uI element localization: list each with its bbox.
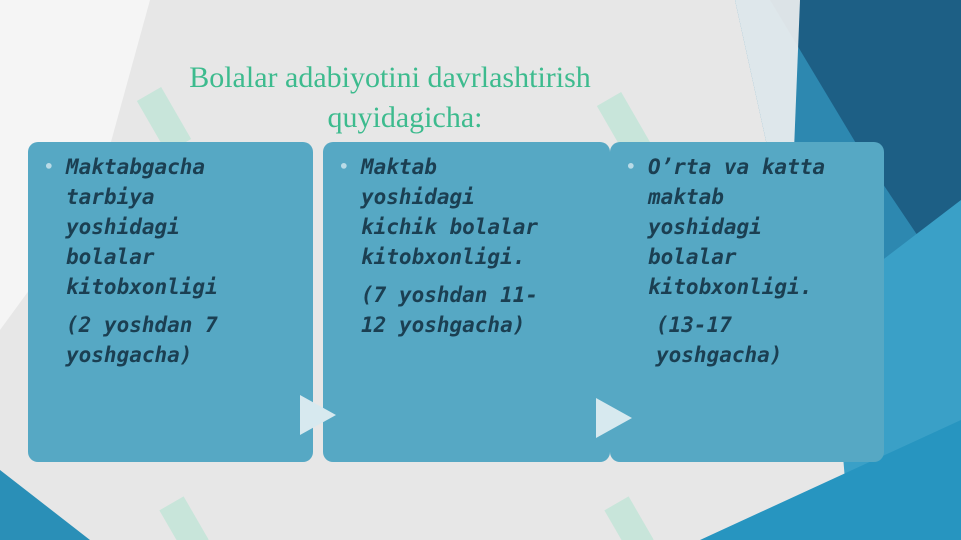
arrow-right-icon: [596, 398, 632, 438]
title-line-2: quyidagicha:: [327, 101, 483, 134]
arrow-right-icon: [300, 395, 336, 435]
period-card-junior-school: • Maktab yoshidagi kichik bolalar kitobx…: [323, 142, 610, 462]
bullet-dot-icon: •: [44, 157, 54, 176]
card-bullet-item: • Maktabgacha tarbiya yoshidagi bolalar …: [44, 152, 301, 302]
card-bullet-item: • Maktab yoshidagi kichik bolalar kitobx…: [339, 152, 598, 272]
card-age-range: (7 yoshdan 11- 12 yoshgacha): [361, 283, 539, 337]
card-bullet-item: • O’rta va katta maktab yoshidagi bolala…: [626, 152, 872, 302]
watermark-logo: [136, 87, 654, 540]
card-age-range: (2 yoshdan 7 yoshgacha): [66, 313, 218, 367]
bullet-dot-icon: •: [339, 157, 349, 176]
slide-title: Bolalar adabiyotini davrlashtirish quyid…: [130, 58, 650, 138]
card-text: Maktab yoshidagi kichik bolalar kitobxon…: [361, 155, 539, 269]
card-text: Maktabgacha tarbiya yoshidagi bolalar ki…: [66, 155, 218, 299]
title-line-1: Bolalar adabiyotini davrlashtirish: [189, 61, 591, 94]
card-text: O’rta va katta maktab yoshidagi bolalar …: [648, 155, 826, 299]
bullet-dot-icon: •: [626, 157, 636, 176]
card-age-range: (13-17 yoshgacha): [656, 313, 783, 367]
period-card-middle-senior-school: • O’rta va katta maktab yoshidagi bolala…: [610, 142, 884, 462]
period-card-preschool: • Maktabgacha tarbiya yoshidagi bolalar …: [28, 142, 313, 462]
